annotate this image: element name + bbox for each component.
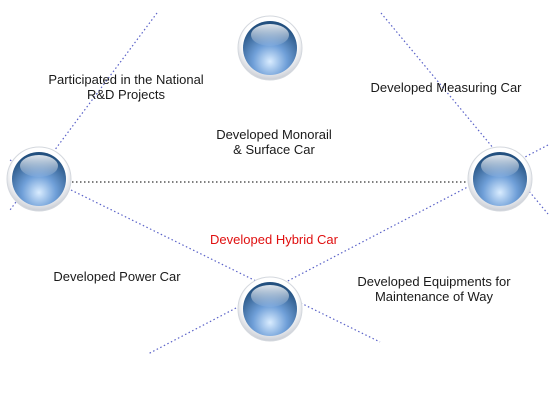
line-bottom-right bbox=[147, 144, 549, 355]
label-maintenance-equipment: Developed Equipments for Maintenance of … bbox=[357, 274, 511, 304]
left-node bbox=[6, 146, 72, 212]
line-bottom-left bbox=[9, 159, 381, 343]
label-measuring-car: Developed Measuring Car bbox=[370, 80, 522, 95]
sphere-icon bbox=[6, 146, 72, 212]
label-monorail-surface-car: Developed Monorail & Surface Car bbox=[216, 127, 332, 157]
label-hybrid-car: Developed Hybrid Car bbox=[210, 232, 338, 247]
label-national-rd-projects: Participated in the National R&D Project… bbox=[48, 72, 204, 102]
right-node bbox=[467, 146, 533, 212]
label-power-car: Developed Power Car bbox=[53, 269, 181, 284]
sphere-icon bbox=[237, 276, 303, 342]
sphere-icon bbox=[237, 15, 303, 81]
sphere-icon bbox=[467, 146, 533, 212]
top-node bbox=[237, 15, 303, 81]
bottom-node bbox=[237, 276, 303, 342]
